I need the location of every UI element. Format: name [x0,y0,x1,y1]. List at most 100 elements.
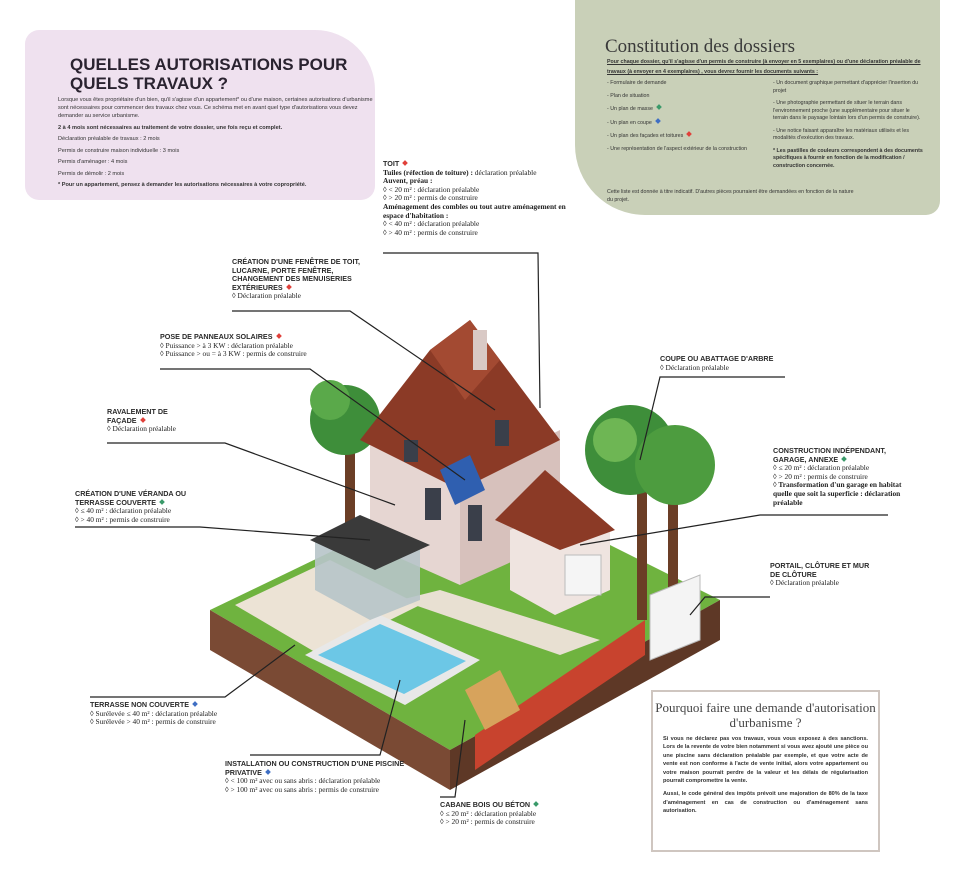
label-line: ◊ > 20 m² : permis de construire [383,194,583,203]
label-line: Auvent, préau : [383,176,583,186]
green-marker-icon [533,801,539,807]
why-paragraph: Si vous ne déclarez pas vos travaux, vou… [663,736,868,785]
cabane [465,670,520,730]
label-toit: TOIT Tuiles (réfection de toiture) : déc… [383,159,583,238]
blue-marker-icon [654,117,661,124]
label-title: POSE DE PANNEAUX SOLAIRES [160,332,273,341]
soil-left [210,610,450,790]
label-title-row: PORTAIL, CLÔTURE ET MUR DE CLÔTURE [770,561,880,579]
intro-item: Permis de démolir : 2 mois [58,170,125,177]
label-line-bold: ◊ Transformation d'un garage en habitat … [773,480,902,507]
green-marker-icon [841,455,848,462]
chimney [473,330,487,370]
dossier-item-text: - Formulaire de demande [607,80,667,86]
why-panel: Pourquoi faire une demande d'autorisatio… [651,690,880,852]
label-title-row: CONSTRUCTION INDÉPENDANT, GARAGE, ANNEXE [773,446,908,464]
leader-lines [75,252,888,798]
dossier-item: - Un plan des façades et toitures [607,131,757,141]
dossier-item: - Un plan en coupe [607,117,757,128]
label-title: CONSTRUCTION INDÉPENDANT, GARAGE, ANNEXE [773,446,887,464]
dossiers-list-left: - Formulaire de demande - Plan de situati… [607,80,757,158]
label-line: ◊ Puissance > ou = à 3 KW : permis de co… [160,349,307,359]
green-marker-icon [656,104,662,110]
label-line: ◊ ≤ 20 m² : déclaration préalable [440,808,537,818]
intro-footnote: * Pour un appartement, pensez à demander… [58,182,307,188]
red-marker-icon [139,416,146,423]
label-line: ◊ < 20 m² : déclaration préalable [383,184,583,195]
intro-panel: QUELLES AUTORISATIONS POUR QUELS TRAVAUX… [25,30,375,200]
label-line: ◊ Déclaration préalable [660,362,729,372]
why-paragraph: Aussi, le code général des impôts prévoi… [663,791,868,815]
intro-item: Déclaration préalable de travaux : 2 moi… [58,136,160,142]
intro-item: Permis de construire maison individuelle… [58,147,180,154]
label-title: COUPE OU ABATTAGE D'ARBRE [660,354,774,363]
label-title: RAVALEMENT DE FAÇADE [107,407,168,425]
label-title: PORTAIL, CLÔTURE ET MUR DE CLÔTURE [770,561,870,579]
dossier-item: - Formulaire de demande [607,80,757,88]
dossier-item: - Plan de situation [607,93,757,101]
label-line: ◊ > 100 m² avec ou sans abris : permis d… [225,784,379,794]
label-title: TERRASSE NON COUVERTE [90,700,190,709]
red-marker-icon [402,160,409,166]
red-marker-icon [686,131,693,137]
label-line: Tuiles (réfection de toiture) : déclarat… [383,167,583,178]
label-line: ◊ < 40 m² : déclaration préalable [383,219,583,229]
label-ravalement: RAVALEMENT DE FAÇADE◊ Déclaration préala… [107,407,187,434]
label-title-row: RAVALEMENT DE FAÇADE [107,407,187,425]
label-title: TOIT [383,159,400,168]
red-marker-icon [275,333,282,339]
label-line: Aménagement des combles ou tout autre am… [383,202,583,220]
red-marker-icon [285,283,292,290]
dossiers-title: Constitution des dossiers [605,36,796,57]
label-terrasse: TERRASSE NON COUVERTE◊ Surélevée ≤ 40 m²… [90,700,260,727]
label-title: CRÉATION D'UNE VÉRANDA OU TERRASSE COUVE… [75,489,187,507]
intro-delay: 2 à 4 mois sont nécessaires au traitemen… [58,124,283,131]
label-annexe: CONSTRUCTION INDÉPENDANT, GARAGE, ANNEXE… [773,446,908,507]
dossiers-panel: Constitution des dossiers Pour chaque do… [575,0,940,215]
label-line: ◊ Déclaration préalable [107,424,176,434]
label-line: ◊ Déclaration préalable [232,291,301,301]
dossier-item-text: - Plan de situation [607,92,650,99]
brick-wall [475,620,645,770]
dossier-item: - Un document graphique permettant d'app… [773,80,919,94]
label-line-text: ◊ < 40 m² : déclaration préalable [383,219,480,229]
label-line: ◊ > 20 m² : permis de construire [440,817,535,827]
label-portail: PORTAIL, CLÔTURE ET MUR DE CLÔTURE◊ Décl… [770,561,880,588]
label-title: INSTALLATION OU CONSTRUCTION D'UNE PISCI… [225,759,405,777]
dossier-item: - Une notice faisant apparaître les maté… [773,127,910,142]
dossier-item: - Une représentation de l'aspect extérie… [607,146,757,154]
dossier-item-text: - Un plan de masse [607,106,653,112]
why-title: Pourquoi faire une demande d'autorisatio… [655,700,876,730]
dossier-item: - Un plan de masse [607,104,757,114]
label-title-row: INSTALLATION OU CONSTRUCTION D'UNE PISCI… [225,759,420,777]
intro-title: QUELLES AUTORISATIONS POUR QUELS TRAVAUX… [70,55,348,93]
intro-item: Permis d'aménager : 4 mois [58,159,128,165]
label-line-text: ◊ > 40 m² : permis de construire [383,227,478,237]
label-line: ◊ Surélevée > 40 m² : permis de construi… [90,717,216,727]
dossier-item-text: - Un plan des façades et toitures [607,133,684,139]
label-line: ◊ < 100 m² avec ou sans abris : déclarat… [225,776,381,786]
label-line: ◊ ≤ 20 m² : déclaration préalable [773,463,870,473]
intro-paragraph: Lorsque vous êtes propriétaire d'un bien… [58,97,373,119]
dossiers-footer: Cette liste est donnée à titre indicatif… [607,189,854,203]
label-line: ◊ > 40 m² : permis de construire [383,227,583,238]
label-panneaux-solaires: POSE DE PANNEAUX SOLAIRES◊ Puissance > à… [160,332,360,359]
label-line-bold: Auvent, préau : [383,176,433,186]
dossiers-intro: Pour chaque dossier, qu'il s'agisse d'un… [607,59,921,75]
label-title-row: POSE DE PANNEAUX SOLAIRES [160,332,360,342]
blue-marker-icon [192,701,198,707]
label-title-row: TERRASSE NON COUVERTE [90,700,260,710]
gate [649,574,701,661]
label-arbre: COUPE OU ABATTAGE D'ARBRE◊ Déclaration p… [660,354,800,372]
dossier-item-text: - Un plan en coupe [607,119,652,126]
green-marker-icon [159,498,165,505]
label-title-row: COUPE OU ABATTAGE D'ARBRE [660,354,800,364]
solar-panel [440,455,485,505]
dossier-note: * Les pastilles de couleurs corresponden… [773,147,923,169]
label-line-text: ◊ > 20 m² : permis de construire [383,193,478,203]
label-line: ◊ Surélevée ≤ 40 m² : déclaration préala… [90,708,218,718]
label-line-text: déclaration préalable [472,167,537,177]
label-line-text: ◊ < 20 m² : déclaration préalable [383,184,480,194]
label-title: CABANE BOIS OU BÉTON [440,800,531,809]
